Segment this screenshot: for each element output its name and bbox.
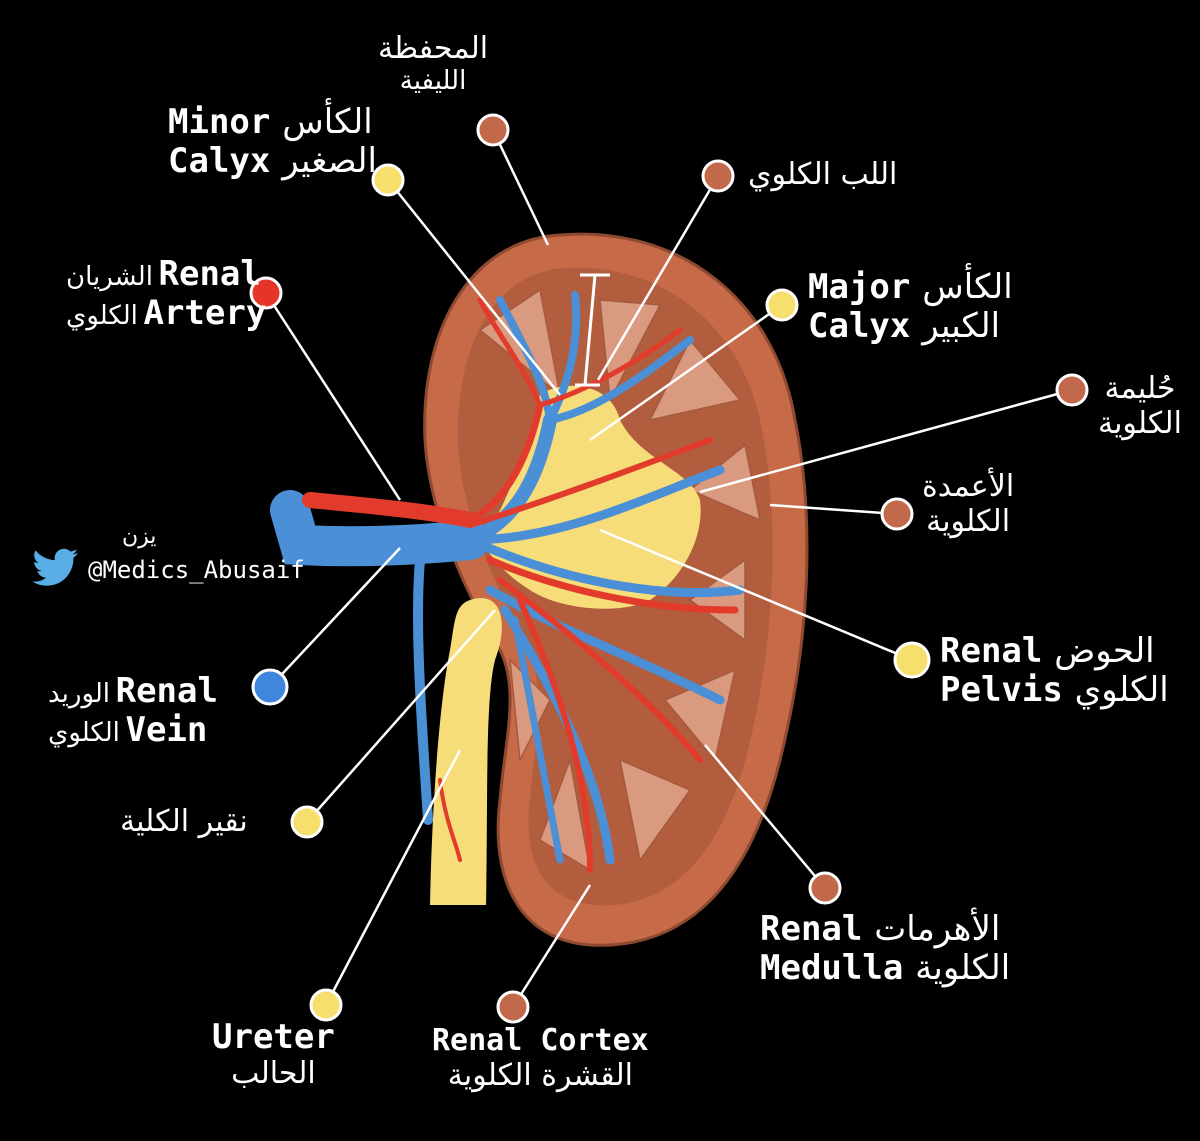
label-renal-pelvis: Renal الحوض Pelvis الكلوي bbox=[940, 631, 1169, 711]
renal-pelvis-ar-2: الكلوي bbox=[1074, 670, 1169, 711]
major-calyx-ar-1: الكأس bbox=[922, 267, 1013, 307]
renal-cortex-en: Renal Cortex bbox=[432, 1023, 649, 1058]
papilla-dot[interactable] bbox=[1055, 373, 1089, 407]
renal-columns-ar-1: الأعمدة bbox=[922, 469, 1015, 504]
renal-artery-en-1: Renal bbox=[158, 254, 261, 294]
renal-medulla-ar-1: الأهرمات bbox=[874, 909, 1001, 949]
ureter-ar: الحالب bbox=[231, 1056, 316, 1092]
renal-vein bbox=[270, 291, 745, 865]
renal-cortex-dot[interactable] bbox=[496, 990, 530, 1024]
label-renal-cortex: Renal Cortex القشرة الكلوية bbox=[432, 1023, 649, 1093]
label-renal-columns: الأعمدة الكلوية bbox=[922, 469, 1015, 539]
renal-vein-ar-1: الوريد bbox=[48, 679, 111, 709]
label-renal-artery: الشريان Renal الكلوي Artery bbox=[66, 254, 267, 334]
label-medulla-top: اللب الكلوي bbox=[748, 157, 898, 193]
renal-medulla-dot[interactable] bbox=[808, 871, 842, 905]
major-calyx-dot[interactable] bbox=[765, 288, 799, 322]
renal-vein-dot[interactable] bbox=[251, 668, 289, 706]
hilum-dot[interactable] bbox=[290, 805, 324, 839]
renal-artery bbox=[302, 297, 739, 873]
ureter-dot[interactable] bbox=[309, 988, 343, 1022]
renal-medulla-en-2: Medulla bbox=[760, 948, 904, 989]
renal-pelvis-ar-1: الحوض bbox=[1054, 631, 1155, 671]
papilla-ar-1: حُليمة bbox=[1104, 371, 1176, 406]
minor-calyx-ar-1: الكأس bbox=[282, 102, 373, 142]
papilla-ar-2: الكلوية bbox=[1098, 405, 1182, 441]
renal-artery-ar-1: الشريان bbox=[66, 262, 153, 292]
capsule-dot[interactable] bbox=[476, 113, 510, 147]
leader-lines bbox=[264, 129, 1073, 1008]
minor-calyx-en-2: Calyx bbox=[168, 141, 271, 182]
medulla-top-dot[interactable] bbox=[701, 159, 735, 193]
renal-columns-dot[interactable] bbox=[880, 497, 914, 531]
minor-calyx-dot[interactable] bbox=[371, 163, 405, 197]
renal-cortex-ar: القشرة الكلوية bbox=[447, 1057, 633, 1093]
label-papilla: حُليمة الكلوية bbox=[1098, 371, 1182, 441]
label-hilum: نقير الكلية bbox=[120, 804, 248, 840]
ureter-shape bbox=[430, 598, 502, 905]
major-calyx-ar-2: الكبير bbox=[922, 306, 1001, 347]
renal-medulla-ar-2: الكلوية bbox=[915, 948, 1011, 989]
medulla-top-ar: اللب الكلوي bbox=[748, 157, 898, 192]
renal-vein-en-2: Vein bbox=[125, 710, 208, 751]
capsule-ar-1: المحفظة bbox=[378, 31, 489, 66]
renal-artery-ar-2: الكلوي bbox=[66, 301, 138, 332]
label-capsule: المحفظة الليفية bbox=[378, 31, 489, 96]
renal-vein-en-1: Renal bbox=[115, 671, 218, 711]
ureter-en: Ureter bbox=[212, 1017, 335, 1057]
label-major-calyx: Major الكأس Calyx الكبير bbox=[808, 267, 1013, 347]
renal-artery-en-2: Artery bbox=[143, 293, 267, 334]
author-handle[interactable]: @Medics_Abusaif bbox=[88, 556, 305, 584]
renal-vein-ar-2: الكلوي bbox=[48, 718, 120, 749]
label-renal-medulla: Renal الأهرمات Medulla الكلوية bbox=[760, 909, 1011, 989]
renal-medulla-en-1: Renal bbox=[760, 909, 863, 949]
renal-pelvis-en-1: Renal bbox=[940, 631, 1043, 671]
renal-columns-ar-2: الكلوية bbox=[926, 503, 1011, 539]
major-calyx-en-1: Major bbox=[808, 267, 911, 307]
twitter-bird-icon[interactable] bbox=[32, 548, 80, 592]
minor-calyx-en-1: Minor bbox=[168, 102, 271, 142]
author-name: يزن bbox=[122, 524, 157, 549]
cortex-brace bbox=[575, 273, 610, 387]
minor-calyx-ar-2: الصغير bbox=[282, 141, 377, 182]
author-credit: يزن @Medics_Abusaif bbox=[32, 524, 305, 592]
label-minor-calyx: Minor الكأس Calyx الصغير bbox=[168, 102, 377, 182]
renal-artery-dot[interactable] bbox=[249, 276, 283, 310]
renal-pelvis bbox=[480, 385, 701, 609]
hilum-ar: نقير الكلية bbox=[120, 804, 248, 839]
major-calyx-en-2: Calyx bbox=[808, 306, 911, 347]
label-ureter: Ureter الحالب bbox=[212, 1017, 335, 1092]
capsule-ar-2: الليفية bbox=[399, 65, 467, 96]
label-renal-vein: الوريد Renal الكلوي Vein bbox=[48, 671, 218, 751]
renal-pelvis-dot[interactable] bbox=[893, 641, 931, 679]
renal-pelvis-en-2: Pelvis bbox=[940, 670, 1063, 711]
